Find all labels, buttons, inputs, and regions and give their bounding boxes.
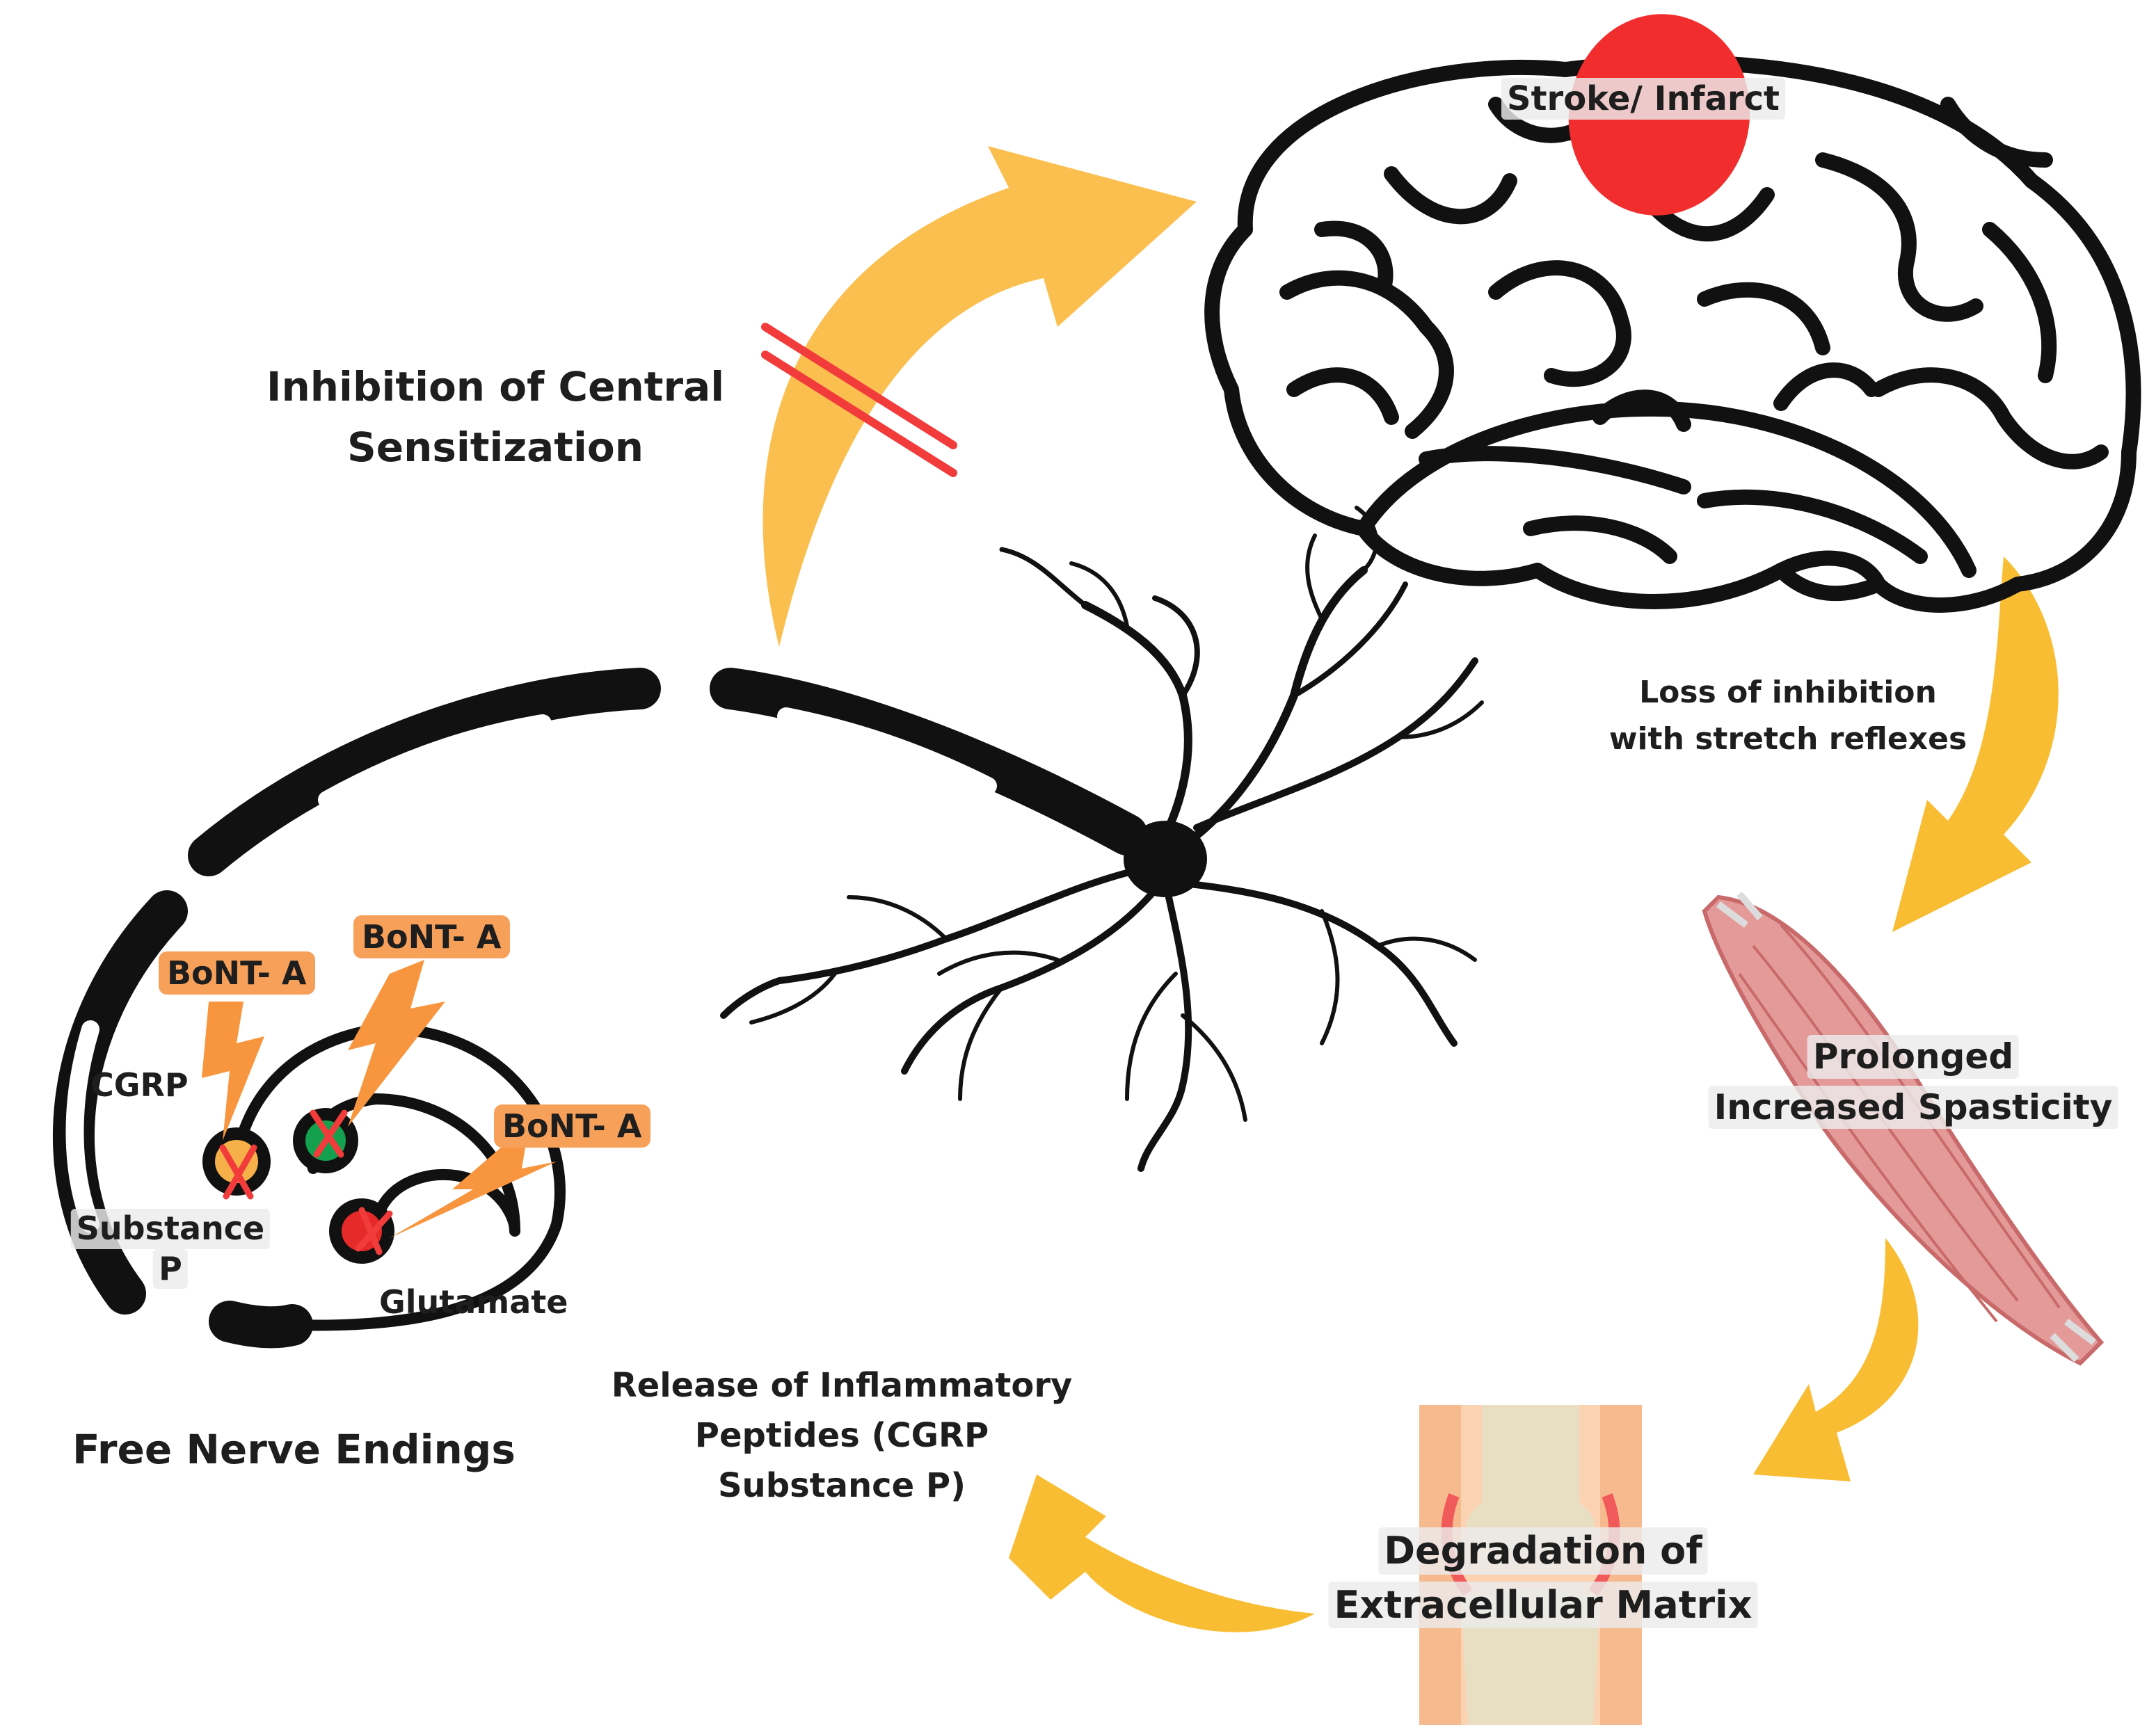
loss-line-1: Loss of inhibition <box>1639 675 1937 710</box>
bolt-icon <box>202 960 557 1238</box>
bont-a-badge-2: BoNT- A <box>353 915 510 958</box>
stroke-label: Stroke/ Infarct <box>1501 78 1785 120</box>
central-arrow <box>762 146 1197 647</box>
spasticity-label: Prolonged Increased Spasticity <box>1708 1035 2118 1129</box>
release-line-1: Release of Inflammatory <box>611 1366 1073 1405</box>
glutamate-label: Glutamate <box>379 1283 568 1321</box>
inhibition-line-1: Inhibition of Central <box>266 363 725 410</box>
loss-line-2: with stretch reflexes <box>1608 721 1967 757</box>
degradation-line-1: Degradation of <box>1378 1527 1708 1575</box>
bont-a-badge-3: BoNT- A <box>494 1104 650 1148</box>
release-line-2: Peptides (CGRP <box>694 1416 989 1455</box>
degradation-line-2: Extracellular Matrix <box>1328 1581 1758 1628</box>
brain-to-muscle-arrow <box>1892 556 2059 932</box>
bont-a-badge-1: BoNT- A <box>159 951 315 995</box>
spasticity-line-1: Prolonged <box>1807 1035 2020 1079</box>
joint-to-release-arrow <box>1009 1474 1315 1632</box>
inhibition-label: Inhibition of Central Sensitization <box>266 362 724 472</box>
degradation-label: Degradation of Extracellular Matrix <box>1328 1527 1758 1628</box>
block-x-icon <box>219 1109 393 1255</box>
muscle-to-joint-arrow <box>1753 1238 1919 1481</box>
release-label: Release of Inflammatory Peptides (CGRP S… <box>612 1365 1073 1506</box>
release-line-3: Substance P) <box>717 1466 966 1505</box>
brain-illustration <box>1204 54 2141 613</box>
cgrp-label: CGRP <box>90 1066 189 1104</box>
free-nerve-endings-label: Free Nerve Endings <box>72 1426 516 1473</box>
spasticity-line-2: Increased Spasticity <box>1708 1085 2118 1129</box>
substance-p-line-1: Substance <box>70 1209 271 1249</box>
substance-p-line-2: P <box>153 1248 188 1289</box>
loss-of-inhibition-label: Loss of inhibition with stretch reflexes <box>1609 673 1967 758</box>
inhibition-line-2: Sensitization <box>346 423 644 471</box>
substance-p-label: Substance P <box>70 1209 271 1289</box>
neuron-dendrites <box>720 506 1484 1172</box>
block-mark <box>761 323 957 477</box>
